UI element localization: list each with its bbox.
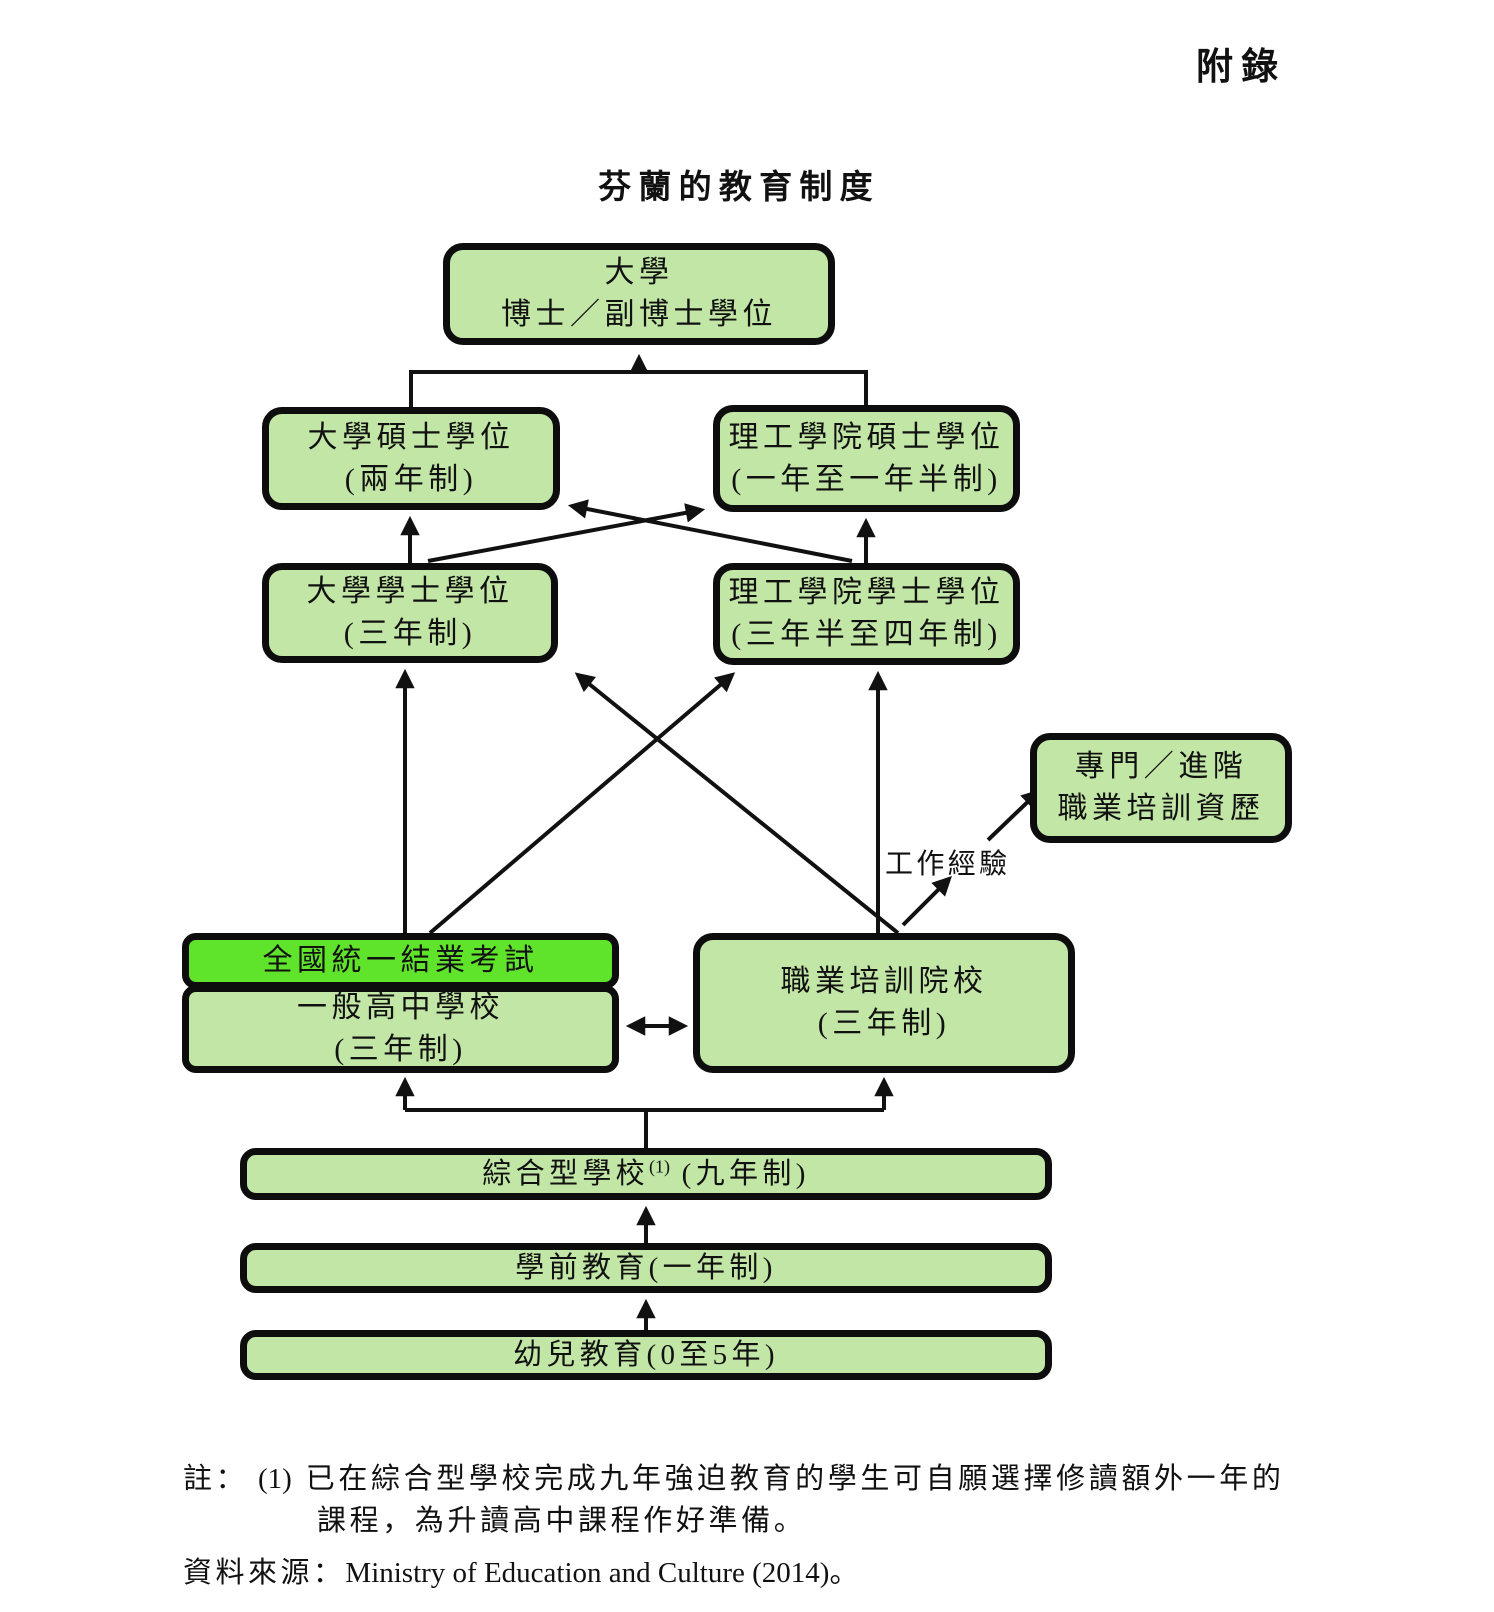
arrow-univbach-to-polymaster bbox=[427, 503, 706, 563]
box-duration: (一年至一年半制) bbox=[731, 462, 1002, 496]
source-text: Ministry of Education and Culture (2014)… bbox=[345, 1557, 859, 1590]
box-polytechnic-master: 理工學院碩士學位 (一年至一年半制) bbox=[713, 405, 1020, 512]
box-label: 幼兒教育(0至5年) bbox=[513, 1338, 779, 1371]
box-specialist-vocational-qualification: 專門／進階 職業培訓資歷 bbox=[1030, 733, 1292, 843]
box-sublabel: 職業培訓資歷 bbox=[1057, 792, 1265, 825]
page-corner-label: 附錄 bbox=[1196, 46, 1287, 87]
box-matriculation-exam: 全國統一結業考試 bbox=[182, 933, 619, 989]
box-university-master: 大學碩士學位 (兩年制) bbox=[262, 407, 560, 510]
arrow-workexp-to-specialist bbox=[986, 789, 1042, 842]
box-label: 學前教育(一年制) bbox=[515, 1251, 777, 1284]
box-label: 理工學院碩士學位 bbox=[728, 420, 1005, 454]
box-pre-primary-education: 學前教育(一年制) bbox=[240, 1243, 1052, 1293]
arrow-vocational-to-workexp bbox=[901, 876, 952, 927]
note-label: 註： bbox=[183, 1463, 248, 1495]
work-experience-label: 工作經驗 bbox=[885, 849, 1011, 880]
box-label: 專門／進階 bbox=[1074, 750, 1248, 783]
note-text-line1: 已在綜合型學校完成九年強迫教育的學生可自願選擇修讀額外一年的 bbox=[305, 1463, 1285, 1495]
box-label: 大學碩士學位 bbox=[307, 420, 515, 454]
box-label: 綜合型學校(1) (九年制) bbox=[482, 1154, 809, 1195]
box-label: 大學 bbox=[604, 256, 674, 289]
box-duration: (三年制) bbox=[817, 1007, 951, 1040]
box-vocational-institution: 職業培訓院校 (三年制) bbox=[693, 933, 1075, 1073]
box-label: 一般高中學校 bbox=[297, 991, 504, 1024]
note-number: (1) bbox=[257, 1463, 292, 1495]
box-label: 理工學院學士學位 bbox=[728, 576, 1005, 609]
comprehensive-name: 綜合型學校 bbox=[482, 1157, 650, 1190]
box-comprehensive-school: 綜合型學校(1) (九年制) bbox=[240, 1148, 1052, 1200]
note-text-line2: 課程，為升讀高中課程作好準備。 bbox=[317, 1505, 807, 1538]
note-row: 註： (1) 已在綜合型學校完成九年強迫教育的學生可自願選擇修讀額外一年的 bbox=[183, 1458, 1363, 1500]
comprehensive-split-connector bbox=[405, 1108, 884, 1150]
diagram-title: 芬蘭的教育制度 bbox=[598, 168, 880, 205]
footnotes: 註： (1) 已在綜合型學校完成九年強迫教育的學生可自願選擇修讀額外一年的 課程… bbox=[183, 1458, 1363, 1594]
box-general-upper-secondary: 一般高中學校 (三年制) bbox=[182, 985, 619, 1073]
box-duration: (三年制) bbox=[343, 617, 477, 650]
masters-to-doctorate-connector bbox=[409, 370, 868, 407]
comprehensive-duration: (九年制) bbox=[670, 1157, 810, 1190]
box-polytechnic-bachelor: 理工學院學士學位 (三年半至四年制) bbox=[713, 563, 1020, 665]
source-row: 資料來源： Ministry of Education and Culture … bbox=[183, 1552, 1363, 1594]
box-university-doctorate: 大學 博士／副博士學位 bbox=[443, 243, 835, 345]
box-duration: (三年制) bbox=[334, 1033, 467, 1066]
arrow-exam-to-polybach bbox=[428, 672, 736, 935]
box-duration: (兩年制) bbox=[344, 462, 478, 496]
arrow-vocational-to-univbach bbox=[574, 672, 900, 935]
box-duration: (三年半至四年制) bbox=[731, 618, 1002, 651]
box-label: 大學學士學位 bbox=[306, 575, 514, 608]
box-label: 職業培訓院校 bbox=[780, 965, 988, 998]
box-university-bachelor: 大學學士學位 (三年制) bbox=[262, 563, 558, 663]
box-sublabel: 博士／副博士學位 bbox=[501, 298, 777, 331]
arrow-polybach-to-univmaster bbox=[567, 499, 853, 563]
source-label: 資料來源： bbox=[183, 1557, 346, 1590]
box-label: 全國統一結業考試 bbox=[262, 944, 539, 977]
box-early-childhood-education: 幼兒教育(0至5年) bbox=[240, 1330, 1052, 1380]
footnote-marker: (1) bbox=[649, 1156, 671, 1177]
